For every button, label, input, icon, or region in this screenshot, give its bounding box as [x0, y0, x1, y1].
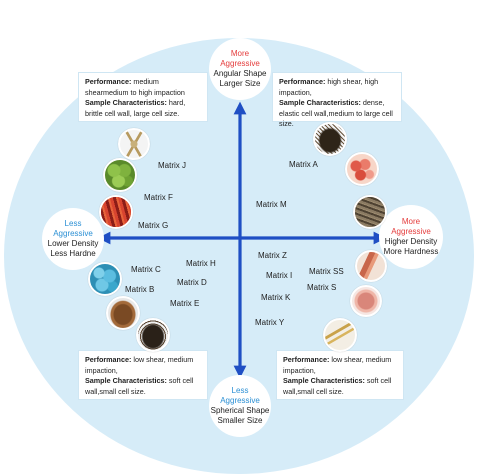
pole-top-line3: Angular Shape: [213, 69, 267, 78]
sample-thumbnail-e: [136, 318, 170, 352]
matrix-label-z: Matrix Z: [258, 251, 287, 260]
pole-right: More Aggressive Higher Density More Hard…: [379, 205, 443, 269]
sample-thumbnail-b: [106, 296, 140, 330]
sample-thumbnail-a2: [345, 152, 379, 186]
box-bottom-left: Performance: low shear, medium impaction…: [78, 350, 208, 400]
sample-thumbnail-m: [353, 195, 387, 229]
box-top-right: Performance: high shear, high impaction,…: [272, 72, 402, 128]
box-top-left: Performance: medium shearmedium to high …: [78, 72, 208, 122]
matrix-label-b: Matrix B: [125, 285, 155, 294]
box-top-right-perf-label: Performance:: [279, 77, 326, 86]
pole-top-line1: More: [230, 49, 250, 58]
sample-thumbnail-g: [99, 195, 133, 229]
matrix-label-s: Matrix S: [307, 283, 337, 292]
sample-thumbnail-c: [88, 262, 122, 296]
matrix-label-f: Matrix F: [144, 193, 173, 202]
pole-right-line4: More Hardness: [383, 247, 439, 256]
box-top-right-samp-label: Sample Characteristics:: [279, 98, 361, 107]
box-bottom-left-perf-label: Performance:: [85, 355, 132, 364]
box-top-right-perf-text: high shear, high impaction,: [279, 77, 379, 97]
box-bottom-right-perf-text: low shear, medium impaction,: [283, 355, 392, 375]
sample-thumbnail-j: [118, 128, 150, 160]
pole-bottom: Less Aggressive Spherical Shape Smaller …: [209, 375, 271, 437]
matrix-label-e: Matrix E: [170, 299, 200, 308]
matrix-label-i: Matrix I: [266, 271, 293, 280]
pole-right-line3: Higher Density: [384, 237, 438, 246]
pole-right-line2: Aggressive: [391, 227, 431, 236]
box-top-left-perf-text: medium shearmedium to high impaction: [85, 77, 185, 97]
pole-top-line4: Larger Size: [219, 79, 261, 88]
pole-left: Less Aggressive Lower Density Less Hardn…: [42, 208, 104, 270]
pole-left-line1: Less: [64, 219, 82, 228]
box-bottom-left-samp-label: Sample Characteristics:: [85, 376, 167, 385]
box-bottom-right: Performance: low shear, medium impaction…: [276, 350, 404, 400]
sample-thumbnail-ss: [355, 250, 387, 282]
box-top-right-samp-text: dense, elastic cell wall,medium to large…: [279, 98, 393, 128]
pole-right-line1: More: [401, 217, 421, 226]
matrix-label-ss: Matrix SS: [309, 267, 344, 276]
box-bottom-right-perf-label: Performance:: [283, 355, 330, 364]
pole-top: More Aggressive Angular Shape Larger Siz…: [209, 38, 271, 100]
pole-bottom-line4: Smaller Size: [217, 416, 263, 425]
matrix-label-j: Matrix J: [158, 161, 186, 170]
pole-top-line2: Aggressive: [220, 59, 260, 68]
matrix-label-m: Matrix M: [256, 200, 287, 209]
pole-bottom-line2: Aggressive: [220, 396, 260, 405]
matrix-label-h: Matrix H: [186, 259, 216, 268]
sample-thumbnail-a: [313, 122, 347, 156]
pole-left-line2: Aggressive: [53, 229, 93, 238]
matrix-label-g: Matrix G: [138, 221, 169, 230]
matrix-label-y: Matrix Y: [255, 318, 285, 327]
box-top-left-samp-label: Sample Characteristics:: [85, 98, 167, 107]
sample-thumbnail-s: [350, 285, 382, 317]
box-bottom-left-samp-text: soft cell wall,small cell size.: [85, 376, 194, 396]
box-bottom-right-samp-text: soft cell wall,small cell size.: [283, 376, 392, 396]
sample-thumbnail-y: [323, 318, 357, 352]
pole-left-line3: Lower Density: [47, 239, 99, 248]
matrix-label-d: Matrix D: [177, 278, 207, 287]
pole-bottom-line1: Less: [231, 386, 249, 395]
matrix-label-a: Matrix A: [289, 160, 318, 169]
pole-left-line4: Less Hardne: [50, 249, 96, 258]
matrix-label-c: Matrix C: [131, 265, 161, 274]
pole-bottom-line3: Spherical Shape: [210, 406, 270, 415]
box-bottom-right-samp-label: Sample Characteristics:: [283, 376, 365, 385]
box-top-left-perf-label: Performance:: [85, 77, 132, 86]
box-bottom-left-perf-text: low shear, medium impaction,: [85, 355, 194, 375]
sample-thumbnail-f: [103, 158, 137, 192]
matrix-label-k: Matrix K: [261, 293, 291, 302]
box-top-left-samp-text: hard, brittle cell wall, large cell size…: [85, 98, 186, 118]
